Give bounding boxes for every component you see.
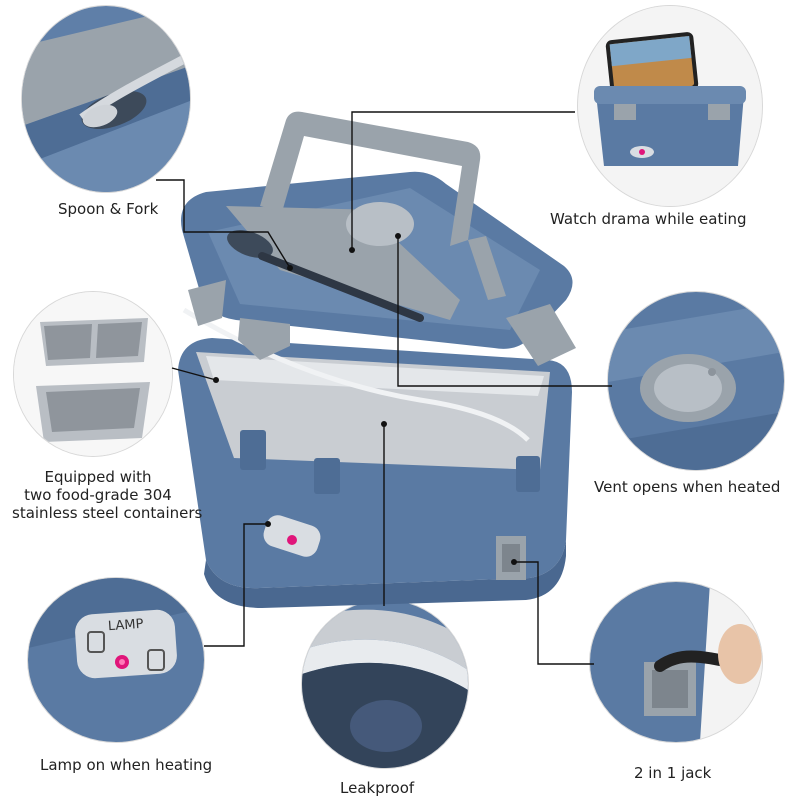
label-jack: 2 in 1 jack <box>634 764 712 782</box>
label-lamp: Lamp on when heating <box>40 756 213 774</box>
label-containers-line3: stainless steel containers <box>12 504 203 522</box>
jack-closeup <box>590 582 762 742</box>
watch-drama-closeup <box>578 6 762 206</box>
spoon-fork-closeup <box>22 6 190 192</box>
label-leakproof: Leakproof <box>340 779 415 797</box>
label-watch-drama: Watch drama while eating <box>550 210 747 228</box>
label-containers-line1: Equipped with <box>44 468 152 486</box>
lamp-closeup: LAMP <box>28 578 204 742</box>
label-containers: Equipped with two food-grade 304 stainle… <box>12 468 203 522</box>
label-vent: Vent opens when heated <box>594 478 781 496</box>
leakproof-closeup <box>302 600 468 768</box>
label-containers-line2: two food-grade 304 <box>24 486 172 504</box>
label-spoon-fork: Spoon & Fork <box>58 200 159 218</box>
containers-closeup <box>14 292 172 456</box>
vent-closeup <box>608 292 784 470</box>
